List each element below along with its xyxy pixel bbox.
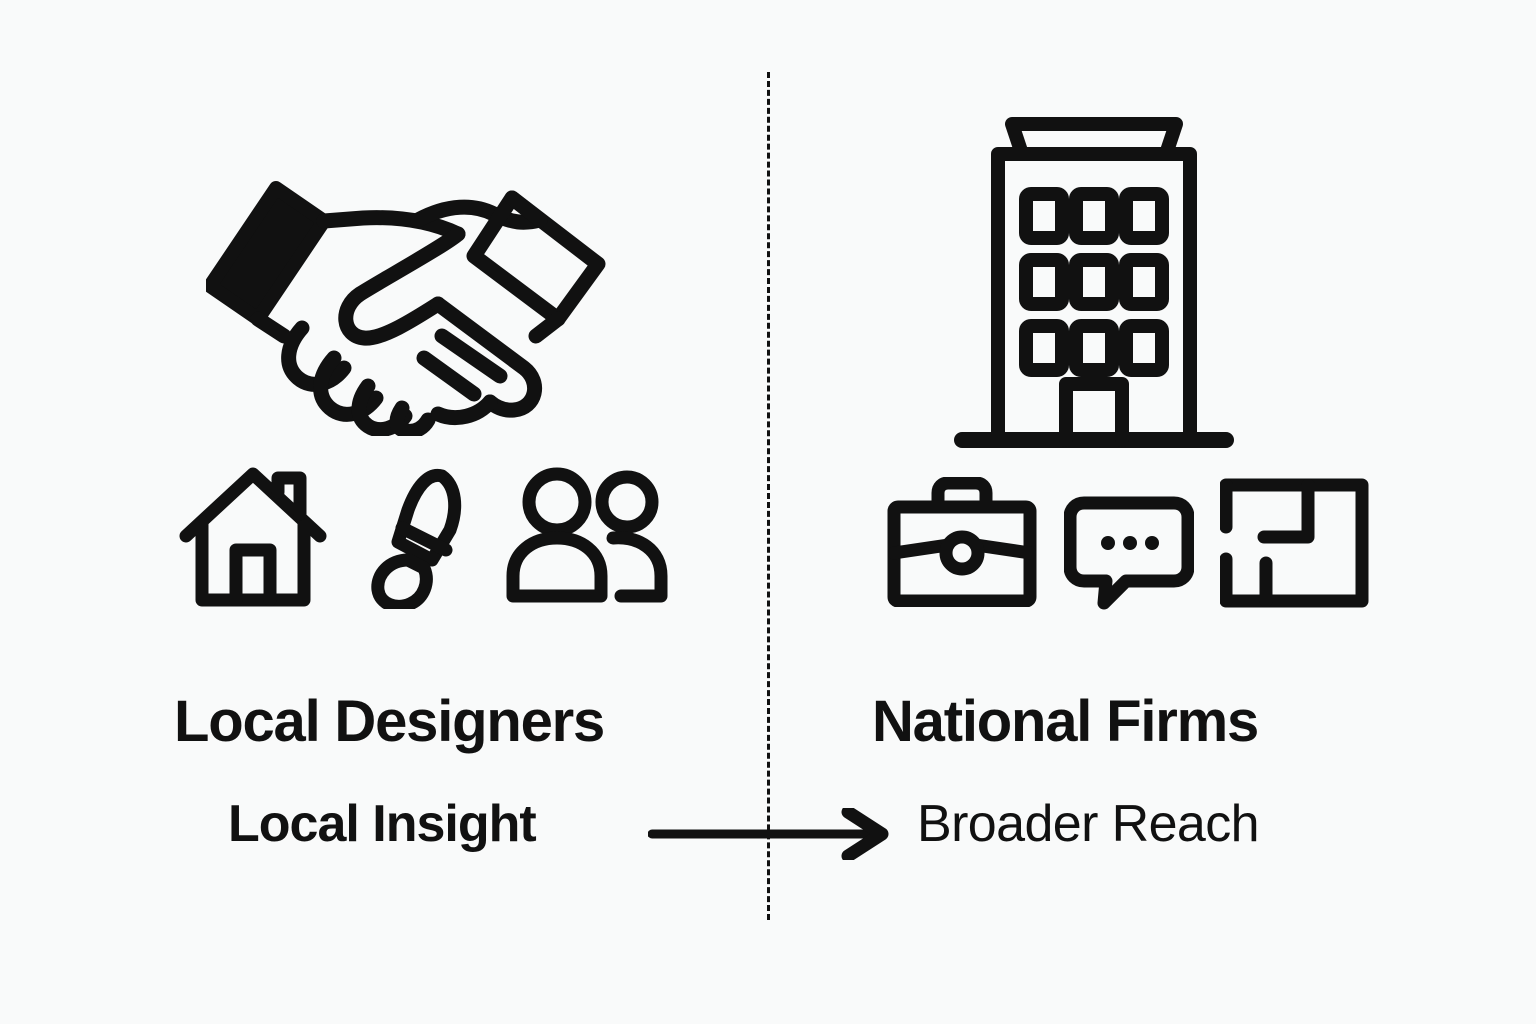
house-icon [178, 464, 328, 609]
right-column: National Firms Broader Reach [769, 0, 1536, 1024]
right-flow-label: Broader Reach [917, 795, 1260, 853]
paintbrush-icon [364, 464, 469, 609]
right-arrow-icon [648, 808, 896, 860]
left-column-heading: Local Designers [174, 689, 605, 755]
left-icon-row [178, 462, 670, 610]
right-column-heading: National Firms [872, 689, 1259, 755]
handshake-icon [196, 172, 636, 440]
left-column: Local Designers Local Insight [0, 0, 767, 1024]
floor-plan-icon [1220, 475, 1370, 610]
office-building-icon [944, 100, 1244, 460]
left-flow-label: Local Insight [228, 795, 537, 853]
people-icon [505, 466, 670, 606]
vertical-dashed-divider [767, 72, 770, 920]
briefcase-icon [886, 477, 1038, 607]
speech-bubble-icon [1064, 475, 1194, 610]
right-icon-row [886, 472, 1370, 612]
